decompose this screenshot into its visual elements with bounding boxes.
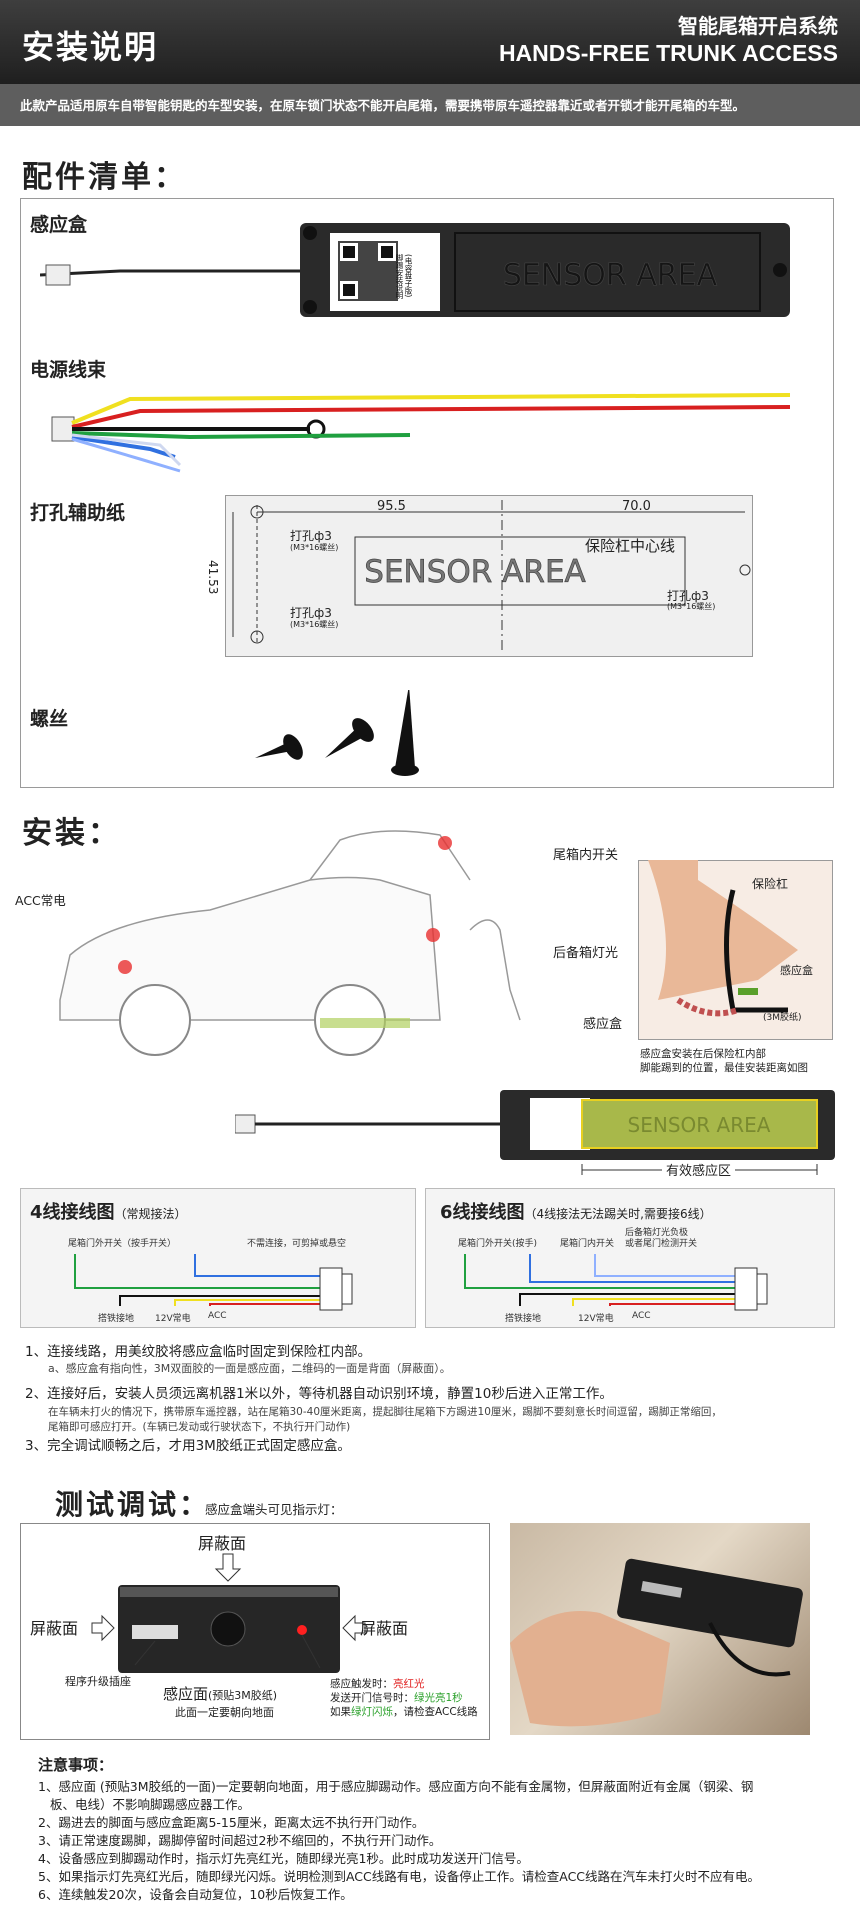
template-hole-bottom: 打孔ф3 bbox=[290, 606, 332, 620]
sense-face-note: 此面一定要朝向地面 bbox=[175, 1706, 274, 1719]
template-center-line-label: 保险杠中心线 bbox=[585, 537, 676, 555]
w4-ground: 搭铁接地 bbox=[98, 1314, 135, 1324]
wiring-4-lines bbox=[74, 1254, 353, 1311]
page-header: 安装说明 智能尾箱开启系统 HANDS-FREE TRUNK ACCESS bbox=[0, 0, 860, 84]
step-1a: a、感应盒有指向性，3M双面胶的一面是感应面，二维码的一面是背面（屏蔽面）。 bbox=[48, 1362, 451, 1375]
w4-no-connect: 不需连接，可剪掉或悬空 bbox=[247, 1239, 347, 1249]
step-2-detail-1: 在车辆未打火的情况下，携带原车遥控器，站在尾箱30-40厘米距离，提起脚往尾箱下… bbox=[48, 1406, 722, 1418]
template-hole-top: 打孔ф3 bbox=[290, 529, 332, 543]
note-3: 3、请正常速度踢脚，踢脚停留时间超过2秒不缩回的，不执行开门动作。 bbox=[38, 1833, 442, 1848]
w4-12v: 12V常电 bbox=[155, 1314, 191, 1324]
install-section-title: 安装： bbox=[22, 816, 121, 851]
trunk-switch-label: 尾箱内开关 bbox=[553, 848, 619, 863]
note-6: 6、连续触发20次，设备会自动复位，10秒后恢复工作。 bbox=[38, 1887, 353, 1902]
shield-top-label: 屏蔽面 bbox=[198, 1534, 247, 1553]
wiring-6-title: 6线接线图（4线接法无法踢关时,需要接6线） bbox=[440, 1202, 712, 1223]
test-section-title: 测试调试： bbox=[55, 1488, 211, 1521]
part-screws-label: 螺丝 bbox=[30, 708, 69, 730]
template-screw-note-right: (M3*16螺丝) bbox=[667, 602, 716, 611]
template-dim-70: 70.0 bbox=[622, 499, 651, 514]
wiring-4-title: 4线接线图（常规接法） bbox=[30, 1202, 187, 1223]
led-trigger-note: 感应触发时：亮红光 bbox=[330, 1678, 425, 1690]
led-send-note: 发送开门信号时：绿光亮1秒 bbox=[330, 1692, 463, 1704]
w6-12v: 12V常电 bbox=[578, 1314, 614, 1324]
template-screw-note-bottom: (M3*16螺丝) bbox=[290, 620, 339, 629]
drill-template bbox=[225, 495, 753, 657]
parts-panel bbox=[20, 198, 834, 788]
compatibility-notice: 此款产品适用原车自带智能钥匙的车型安装，在原车锁门状态不能开启尾箱，需要携带原车… bbox=[0, 84, 860, 126]
w4-acc: ACC bbox=[208, 1311, 227, 1321]
inset-caption-1: 感应盒安装在后保险杠内部 bbox=[640, 1048, 766, 1060]
part-power-harness-label: 电源线束 bbox=[30, 359, 107, 381]
w6-door-detect: 或者尾门检测开关 bbox=[625, 1239, 698, 1249]
effective-zone-label: 有效感应区 bbox=[662, 1160, 736, 1179]
note-1: 1、感应面 (预贴3M胶纸的一面)一定要朝向地面，用于感应脚踢动作。感应面方向不… bbox=[38, 1779, 754, 1794]
shield-right-label: 屏蔽面 bbox=[360, 1619, 409, 1638]
step-2: 2、连接好后，安装人员须远离机器1米以外，等待机器自动识别环境，静置10秒后进入… bbox=[25, 1386, 613, 1402]
power-harness-drawing bbox=[51, 393, 790, 473]
w6-light-negative: 后备箱灯光负极 bbox=[625, 1228, 689, 1238]
template-dim-41: 41.53 bbox=[206, 560, 220, 595]
step-2-detail-2: 尾箱即可感应打开。(车辆已发动或行驶状态下，不执行开门动作) bbox=[48, 1421, 351, 1433]
svg-text:SENSOR AREA: SENSOR AREA bbox=[503, 258, 718, 293]
w6-ground: 搭铁接地 bbox=[505, 1314, 542, 1324]
w6-acc: ACC bbox=[632, 1311, 651, 1321]
part-drill-template-label: 打孔辅助纸 bbox=[30, 502, 126, 524]
sense-face-label: 感应面(预贴3M胶纸) bbox=[163, 1685, 278, 1703]
part-sensor-box-label: 感应盒 bbox=[30, 214, 88, 236]
sensor-box-location-label: 感应盒 bbox=[583, 1017, 623, 1032]
inset-drawing bbox=[648, 860, 798, 1017]
product-name-cn: 智能尾箱开启系统 bbox=[678, 14, 838, 38]
inset-sensor-label: 感应盒 bbox=[780, 964, 813, 977]
sensor-effective-area-drawing: SENSOR AREA bbox=[235, 1090, 835, 1175]
shield-left-label: 屏蔽面 bbox=[30, 1619, 79, 1638]
page-title: 安装说明 bbox=[22, 28, 159, 66]
indicator-box-drawing bbox=[91, 1553, 366, 1673]
screws-drawing bbox=[255, 690, 419, 776]
acc-power-label: ACC常电 bbox=[15, 893, 66, 908]
note-2: 2、踢进去的脚面与感应盒距离5-15厘米，距离太远不执行开门动作。 bbox=[38, 1815, 425, 1830]
test-panel bbox=[20, 1523, 490, 1740]
template-hole-right: 打孔ф3 bbox=[667, 589, 709, 603]
led-flash-note: 如果绿灯闪烁，请检查ACC线路 bbox=[330, 1706, 478, 1718]
qr-side-text: (电容盘子版) 脚踢安装说明 bbox=[395, 254, 413, 299]
sensor-box-drawing: SENSOR AREA bbox=[40, 223, 790, 317]
template-dim-95: 95.5 bbox=[377, 499, 406, 514]
rear-light-label: 后备箱灯光 bbox=[553, 946, 619, 961]
drill-template-drawing: SENSOR AREA bbox=[232, 500, 751, 650]
notes-title: 注意事项： bbox=[38, 1756, 114, 1774]
upgrade-socket-label: 程序升级插座 bbox=[65, 1675, 131, 1688]
inset-caption-2: 脚能踢到的位置，最佳安装距离如图 bbox=[640, 1062, 808, 1074]
template-screw-note-top: (M3*16螺丝) bbox=[290, 543, 339, 552]
template-sensor-area-text: SENSOR AREA bbox=[364, 554, 585, 590]
bumper-label: 保险杠 bbox=[752, 877, 789, 891]
note-1-cont: 板、电线）不影响脚踢感应器工作。 bbox=[50, 1797, 251, 1812]
w6-outer-switch: 尾箱门外开关(按手) bbox=[458, 1239, 538, 1249]
step-1: 1、连接线路，用美纹胶将感应盒临时固定到保险杠内部。 bbox=[25, 1344, 372, 1360]
w4-outer-switch: 尾箱门外开关（按手开关） bbox=[68, 1239, 177, 1249]
test-subtitle: 感应盒端头可见指示灯： bbox=[205, 1502, 343, 1517]
parts-section-title: 配件清单： bbox=[22, 160, 187, 195]
w6-inner-switch: 尾箱门内开关 bbox=[560, 1239, 615, 1249]
car-illustration bbox=[59, 830, 521, 1056]
product-name-en: HANDS-FREE TRUNK ACCESS bbox=[498, 40, 838, 66]
wiring-6-lines bbox=[464, 1254, 768, 1311]
note-4: 4、设备感应到脚踢动作时，指示灯先亮红光，随即绿光亮1秒。此时成功发送开门信号。 bbox=[38, 1851, 529, 1866]
note-5: 5、如果指示灯先亮红光后，随即绿光闪烁。说明检测到ACC线路有电，设备停止工作。… bbox=[38, 1869, 761, 1884]
effective-sensor-area-text: SENSOR AREA bbox=[628, 1113, 771, 1137]
tape-label: (3M胶纸) bbox=[763, 1013, 802, 1023]
step-3: 3、完全调试顺畅之后，才用3M胶纸正式固定感应盒。 bbox=[25, 1438, 351, 1454]
hand-holding-sensor-photo bbox=[510, 1523, 810, 1735]
